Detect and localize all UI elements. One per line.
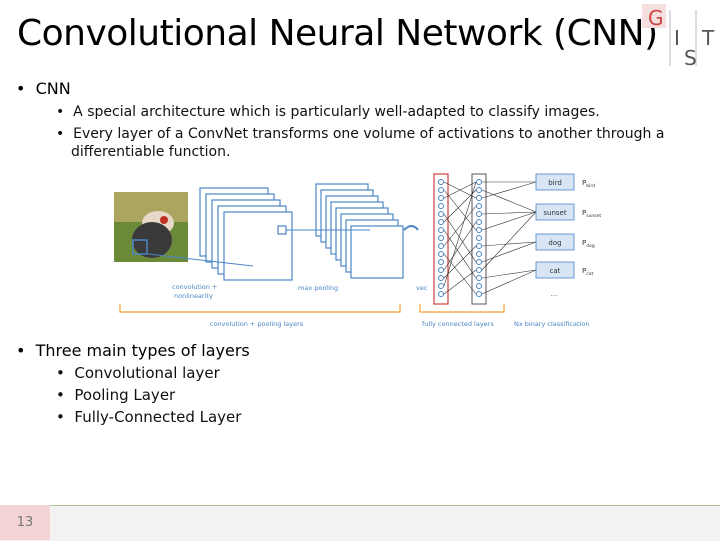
output-label-cat: cat: [550, 267, 561, 275]
bullet-types-label: Three main types of layers: [35, 341, 250, 360]
logo-frame: [642, 4, 697, 66]
bullet-dot: •: [56, 386, 75, 404]
bracket-fc: [419, 304, 505, 313]
logo-letter-s: S: [684, 46, 697, 70]
layer-type-1: • Convolutional layer: [56, 364, 220, 382]
feature-maps-conv: [199, 187, 293, 281]
bracket-conv-pool: [119, 304, 401, 313]
output-ellipsis: ...: [551, 290, 558, 298]
layer-type-3: • Fully-Connected Layer: [56, 408, 241, 426]
feature-maps-pool: [315, 183, 404, 279]
prob-cat: Pcat: [582, 267, 593, 277]
sub-bullet-2: • Every layer of a ConvNet transforms on…: [56, 125, 664, 143]
bullet-layer-types: • Three main types of layers: [16, 341, 250, 360]
sub-bullet-text: Fully-Connected Layer: [74, 408, 242, 426]
fc-nodes: [476, 179, 482, 297]
sub-bullet-text: Every layer of a ConvNet transforms one …: [73, 126, 665, 142]
sub-bullet-text: Convolutional layer: [74, 364, 220, 382]
bullet-dot: •: [56, 408, 75, 426]
bullet-cnn: • CNN: [16, 79, 71, 98]
gist-logo: G I S T: [640, 4, 720, 72]
cnn-architecture-diagram: bird sunset dog cat Pbird Psunset Pdog P…: [114, 173, 601, 328]
page-number: 13: [0, 505, 50, 540]
vec-column: [433, 173, 449, 305]
prob-sunset: Psunset: [582, 209, 601, 219]
label-vec: vec: [416, 284, 428, 292]
layer-type-2: • Pooling Layer: [56, 386, 175, 404]
label-convolution: convolution +: [172, 283, 217, 291]
prob-bird: Pbird: [582, 179, 595, 189]
output-label-sunset: sunset: [543, 209, 566, 217]
sub-bullet-1: • A special architecture which is partic…: [56, 103, 600, 121]
flatten-arrow: [403, 225, 419, 231]
sub-bullet-text: differentiable function.: [71, 144, 231, 160]
sub-bullet-2-cont: differentiable function.: [71, 143, 230, 161]
label-fc-section: fully connected layers: [422, 320, 494, 328]
logo-letter-g: G: [648, 6, 664, 30]
label-conv-pool-section: convolution + pooling layers: [210, 320, 304, 328]
output-connections: [481, 181, 537, 295]
prob-dog: Pdog: [582, 239, 595, 249]
bullet-dot: •: [56, 364, 75, 382]
conv-link: [147, 253, 254, 267]
output-label-bird: bird: [548, 179, 562, 187]
bullet-dot: •: [56, 104, 74, 120]
label-max-pooling: max pooling: [298, 284, 338, 292]
slide-title: Convolutional Neural Network (CNN): [17, 13, 658, 54]
sub-bullet-text: A special architecture which is particul…: [73, 104, 600, 120]
output-label-dog: dog: [548, 239, 561, 247]
bullet-dot: •: [16, 341, 36, 360]
bullet-dot: •: [16, 79, 36, 98]
slide-footer: [0, 505, 720, 541]
input-photo: [114, 192, 188, 262]
vec-nodes: [438, 179, 444, 297]
label-binary-section: Nx binary classification: [514, 320, 589, 328]
sub-bullet-text: Pooling Layer: [74, 386, 176, 404]
bullet-dot: •: [56, 126, 74, 142]
logo-letter-t: T: [702, 26, 715, 50]
output-boxes: [535, 173, 575, 279]
label-nonlinearity: nonlinearity: [174, 292, 213, 300]
bullet-cnn-label: CNN: [35, 79, 71, 98]
logo-letter-i: I: [674, 26, 680, 50]
fc-column: [471, 173, 487, 305]
fc-connections: [443, 181, 477, 295]
